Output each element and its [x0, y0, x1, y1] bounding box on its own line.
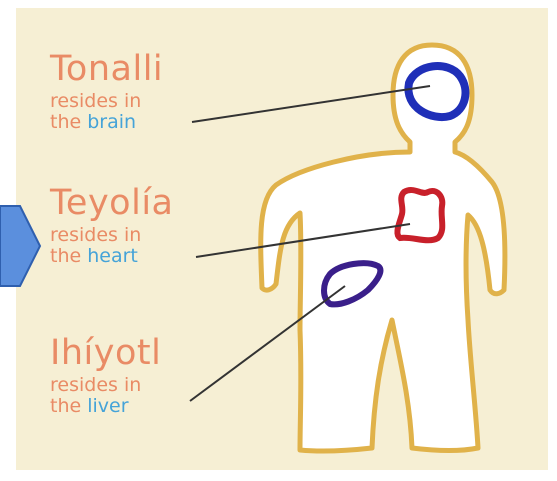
tonalli-label: Tonalli resides in the brain: [50, 52, 163, 133]
chevron-right-icon: [0, 206, 40, 286]
teyolia-organ-line: the heart: [50, 246, 174, 267]
teyolia-name: Teyolía: [50, 186, 174, 221]
teyolia-label: Teyolía resides in the heart: [50, 186, 174, 267]
tonalli-organ-line: the brain: [50, 112, 163, 133]
ihiyotl-organ: liver: [87, 395, 128, 417]
ihiyotl-resides-text: resides in: [50, 375, 161, 396]
teyolia-resides-text: resides in: [50, 225, 174, 246]
teyolia-the-text: the: [50, 245, 81, 267]
ihiyotl-organ-line: the liver: [50, 396, 161, 417]
tonalli-resides-text: resides in: [50, 91, 163, 112]
tonalli-organ: brain: [87, 111, 136, 133]
heart-shape: [397, 190, 442, 240]
ihiyotl-name: Ihíyotl: [50, 336, 161, 371]
brain-shape: [408, 66, 465, 117]
ihiyotl-label: Ihíyotl resides in the liver: [50, 336, 161, 417]
teyolia-organ: heart: [87, 245, 138, 267]
tonalli-name: Tonalli: [50, 52, 163, 87]
ihiyotl-the-text: the: [50, 395, 81, 417]
tonalli-the-text: the: [50, 111, 81, 133]
